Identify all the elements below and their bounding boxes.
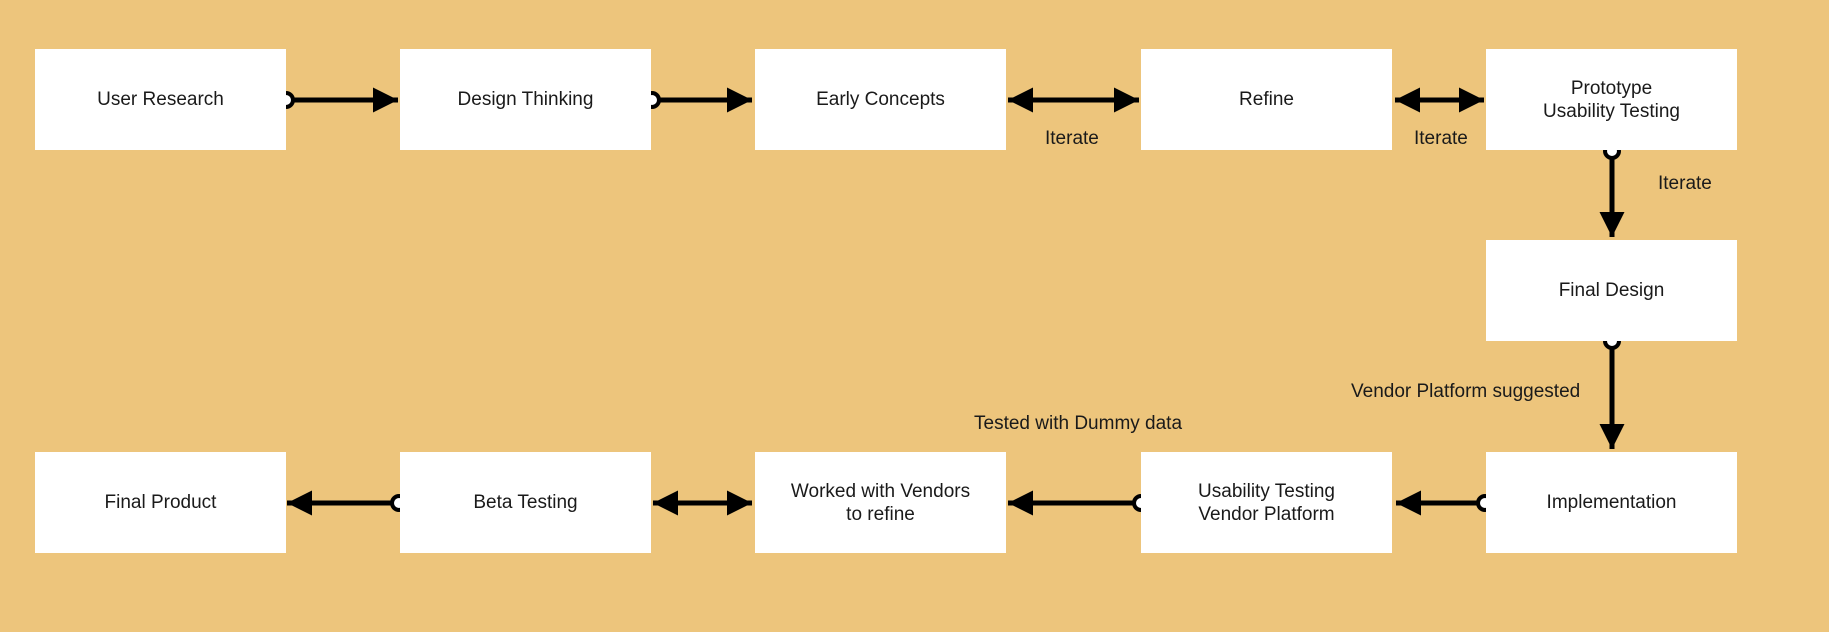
node-label-line2: Vendor Platform <box>1198 503 1335 525</box>
node-label: Final Design <box>1558 280 1665 301</box>
node-label-line1: Worked with Vendors <box>790 480 971 502</box>
node-implementation: Implementation <box>1486 452 1737 553</box>
node-refine: Refine <box>1141 49 1392 150</box>
node-worked-with-vendors: Worked with Vendors to refine <box>755 452 1006 553</box>
node-early-concepts: Early Concepts <box>755 49 1006 150</box>
node-beta-testing: Beta Testing <box>400 452 651 553</box>
edge-label-iterate: Iterate <box>1658 173 1712 194</box>
node-user-research: User Research <box>35 49 286 150</box>
node-label-line1: Prototype <box>1570 77 1653 99</box>
node-label: Implementation <box>1546 492 1677 513</box>
node-design-thinking: Design Thinking <box>400 49 651 150</box>
node-prototype-usability-testing: Prototype Usability Testing <box>1486 49 1737 150</box>
node-label: User Research <box>97 89 224 110</box>
node-label-line1: Usability Testing <box>1198 480 1335 502</box>
edge-label-tested-with-dummy-data: Tested with Dummy data <box>974 413 1183 434</box>
node-label: Refine <box>1239 89 1294 110</box>
edge-label-iterate: Iterate <box>1414 128 1468 149</box>
node-label: Design Thinking <box>457 89 594 110</box>
edge-label-vendor-platform-suggested: Vendor Platform suggested <box>1351 381 1581 402</box>
node-final-design: Final Design <box>1486 240 1737 341</box>
node-final-product: Final Product <box>35 452 286 553</box>
node-label-line2: to refine <box>846 503 915 525</box>
node-label: Early Concepts <box>816 89 945 110</box>
edge-label-iterate: Iterate <box>1045 128 1099 149</box>
node-usability-testing-vendor-platform: Usability Testing Vendor Platform <box>1141 452 1392 553</box>
node-label: Final Product <box>104 492 217 513</box>
node-label-line2: Usability Testing <box>1543 100 1680 122</box>
node-label: Beta Testing <box>473 492 578 513</box>
